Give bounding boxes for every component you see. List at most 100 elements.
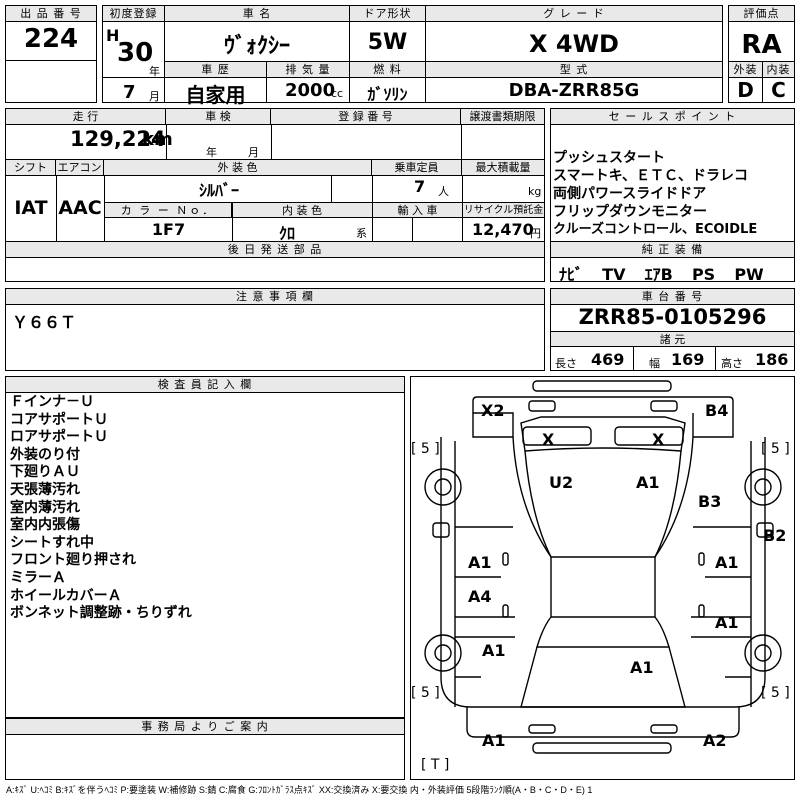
inspector-line: 室内内張傷 (10, 517, 80, 534)
info-block: 走 行 車 検 登 録 番 号 譲渡書類期限 129,224 km 年 月 シフ… (5, 108, 545, 243)
equipment-label: 純 正 装 備 (551, 242, 794, 258)
fuel-box: 燃 料 ｶﾞｿﾘﾝ (349, 61, 426, 104)
equipment-item: PW (734, 265, 764, 284)
history-label: 車 歴 (165, 62, 266, 78)
model-label: 型 式 (426, 62, 722, 78)
int-label: 内装 (763, 62, 794, 78)
lot-label: 出 品 番 号 (6, 6, 96, 22)
equipment-box: 純 正 装 備 ﾅﾋﾞ TV ｴｱB PS PW (550, 241, 795, 285)
equipment-item: ｴｱB (644, 265, 673, 284)
score-label: 評価点 (729, 6, 794, 22)
inspector-line: Ｆインナ－Ｕ (10, 394, 94, 410)
recycle-fee: 12,470 (472, 220, 534, 239)
inspector-line: 天張薄汚れ (10, 481, 80, 498)
equipment-list: ﾅﾋﾞ TV ｴｱB PS PW (559, 261, 764, 285)
doors-label: ドア形状 (350, 6, 425, 22)
inspector-line: ボンネット調整跡・ちりずれ (10, 605, 192, 622)
damage-mark: A1 (630, 658, 654, 677)
mileage: 129,224 (70, 127, 166, 151)
car-name: ｳﾞｫｸｼｰ (223, 34, 290, 59)
chassis-number: ZRR85-0105296 (578, 305, 767, 329)
chassis-label: 車 台 番 号 (551, 289, 794, 305)
spec-label: 諸 元 (551, 332, 794, 347)
maxload-unit: kg (528, 185, 542, 198)
later-parts-box: 後 日 発 送 部 品 (5, 241, 545, 282)
inspector-line: コアサポートＵ (10, 411, 108, 428)
era: H (106, 26, 120, 45)
damage-mark: A1 (636, 473, 660, 492)
office-label: 事 務 局 よ り ご 案 内 (6, 719, 404, 735)
tire-tread: [ 5 ] (761, 685, 790, 701)
inspector-label: 検 査 員 記 入 欄 (6, 377, 404, 393)
door-type: 5W (367, 30, 408, 55)
reg-year: 30 (117, 38, 154, 68)
length-label: 長さ (555, 357, 577, 370)
interior-color: ｸﾛ (278, 224, 295, 243)
import-label: 輸 入 車 (373, 203, 462, 218)
height: 186 (755, 350, 789, 369)
doors-box: ドア形状 5W (349, 5, 426, 62)
first-reg-box: 初度登録 H 30 年 7 月 (102, 5, 165, 103)
inspection-label: 車 検 (166, 109, 271, 125)
displacement: 2000 (285, 80, 336, 101)
tire-tread: [ T ] (421, 757, 450, 773)
tire-tread: [ 5 ] (411, 441, 440, 457)
first-reg-label: 初度登録 (103, 6, 164, 22)
sales-label: セ ー ル ス ポ イ ン ト (551, 109, 794, 125)
grade-label: グ レ ー ド (426, 6, 722, 22)
lot-blank (5, 60, 97, 103)
damage-mark: X (542, 430, 555, 449)
sales-line: 両側パワースライドドア (553, 186, 707, 202)
color: ｼﾙﾊﾞｰ (198, 181, 239, 200)
car-outline (424, 380, 782, 754)
damage-mark: B3 (698, 492, 722, 511)
chassis-box: 車 台 番 号 ZRR85-0105296 諸 元 長さ 469 幅 169 高… (550, 288, 795, 371)
equipment-item: PS (691, 265, 716, 284)
inspector-line: 下廻りＡＵ (10, 464, 80, 481)
model-box: 型 式 DBA-ZRR85G (425, 61, 723, 103)
colorno-label: カ ラ ー Ｎｏ． (105, 203, 232, 218)
inspector-line: シートすれ中 (10, 534, 94, 551)
width: 169 (671, 350, 705, 369)
inspector-line: ホイールカバーＡ (10, 587, 122, 604)
width-label: 幅 (649, 357, 660, 370)
colorno: 1F7 (151, 220, 186, 239)
interior-label: 内 装 色 (232, 203, 372, 218)
ext-label: 外装 (729, 62, 762, 78)
inspector-line: ミラーＡ (10, 569, 66, 586)
damage-diagram: X2 B4 X X U2 A1 B3 B2 A1 A1 A4 A1 A1 A1 … (410, 376, 795, 780)
damage-mark: A1 (468, 553, 492, 572)
name-label: 車 名 (165, 6, 349, 22)
lot-number: 224 (23, 24, 79, 54)
length: 469 (591, 350, 625, 369)
ext-box: 外装 D (728, 61, 763, 103)
damage-mark: B2 (763, 526, 787, 545)
regno-label: 登 録 番 号 (271, 109, 461, 125)
recycle-unit: 円 (530, 227, 541, 240)
notes-label: 注 意 事 項 欄 (6, 289, 544, 305)
inspector-line: ロアサポートＵ (10, 429, 108, 446)
color-label: 外 装 色 (104, 160, 372, 176)
score: RA (741, 30, 782, 60)
year-unit: 年 (149, 65, 160, 78)
lot-box: 出 品 番 号 224 (5, 5, 97, 61)
transfer-label: 譲渡書類期限 (461, 109, 544, 125)
fuel-label: 燃 料 (350, 62, 425, 78)
int-box: 内装 C (762, 61, 795, 103)
int-score: C (771, 78, 786, 102)
mileage-unit: km (142, 129, 173, 150)
office-box: 事 務 局 よ り ご 案 内 (5, 718, 405, 780)
displacement-unit: cc (331, 87, 344, 100)
legend: A:ｷｽﾞ U:ﾍｺﾐ B:ｷｽﾞを伴うﾍｺﾐ P:要塗装 W:補修跡 S:錆 … (6, 785, 593, 795)
sales-line: スマートキ、ＥＴＣ、ドラレコ (553, 168, 749, 184)
history-box: 車 歴 自家用 (164, 61, 267, 107)
ext-score: D (737, 78, 754, 102)
capacity: 7 (414, 177, 426, 196)
month-unit: 月 (149, 90, 160, 103)
insp-year-unit: 年 (206, 146, 217, 159)
later-parts-label: 後 日 発 送 部 品 (6, 242, 544, 258)
damage-mark: A1 (715, 613, 739, 632)
recycle-label: リサイクル預託金 (463, 203, 544, 218)
